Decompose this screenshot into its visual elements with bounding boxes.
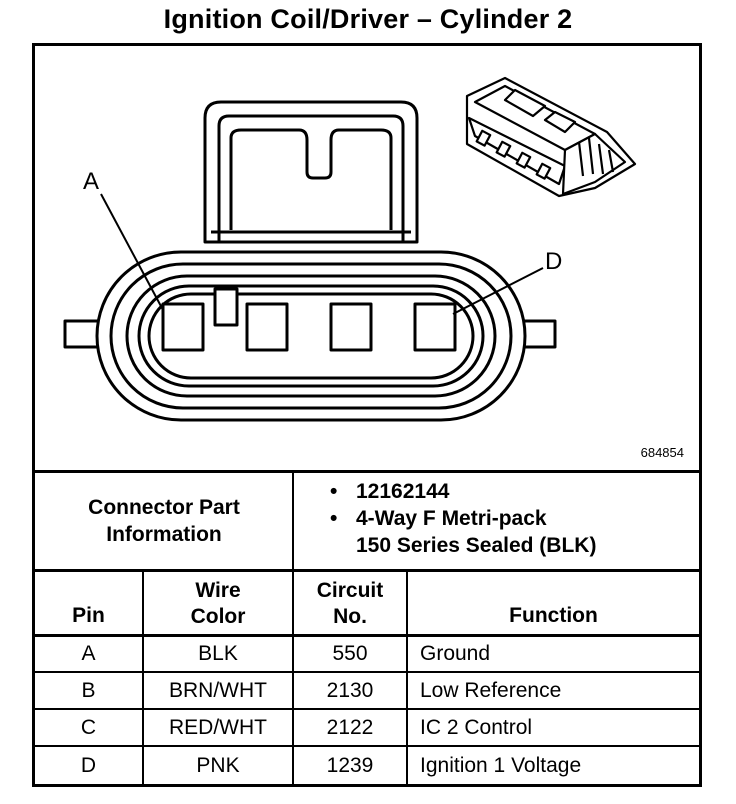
connector-type: 4-Way F Metri-pack — [356, 507, 547, 530]
cell-circuit: 2130 — [326, 678, 374, 702]
cell-function: Ground — [420, 642, 491, 665]
header-pin: Pin — [72, 604, 105, 627]
header-wire-line2: Color — [190, 605, 246, 628]
cell-wire: PNK — [196, 753, 240, 777]
header-circuit-line2: No. — [333, 605, 367, 628]
divider-col-3 — [406, 572, 408, 784]
cavity-d — [413, 302, 457, 352]
divider-row-2 — [35, 708, 699, 710]
page-title: Ignition Coil/Driver – Cylinder 2 — [163, 4, 573, 34]
connector-body-ring-1 — [109, 262, 513, 410]
connector-diagram: A D — [35, 46, 699, 471]
connector-body-ring-3 — [137, 284, 485, 388]
cell-function: IC 2 Control — [420, 715, 533, 739]
part-number-value: 12162144 — [356, 480, 450, 503]
divider-col-1 — [142, 572, 144, 784]
bullet-item: • 4-Way F Metri-pack — [330, 505, 596, 532]
cell-circuit: 2122 — [326, 715, 374, 739]
connector-series: 150 Series Sealed (BLK) — [356, 534, 597, 557]
header-wire-line1: Wire — [195, 579, 241, 602]
cavity-a — [161, 302, 205, 352]
divider-diagram-table — [35, 470, 699, 473]
cell-wire: BLK — [198, 642, 238, 665]
connector-info-bullets: • 12162144 • 4-Way F Metri-pack 150 Series… — [330, 478, 596, 559]
cell-pin: C — [80, 715, 97, 739]
connector-info-line1: Connector Part — [88, 496, 240, 519]
header-function: Function — [509, 604, 598, 627]
latch-outer — [203, 100, 419, 244]
connector-info-header: Connector Part Information — [35, 473, 293, 569]
cell-pin: D — [80, 753, 97, 777]
divider-header-rows — [35, 634, 699, 637]
pin-label-d: D — [545, 248, 563, 275]
connector-face — [147, 292, 475, 380]
leader-a — [100, 193, 164, 311]
header-circuit-line1: Circuit — [316, 579, 384, 602]
leader-d — [452, 267, 544, 315]
connector-body-ring-2 — [125, 274, 497, 398]
cell-circuit: 1239 — [326, 753, 374, 777]
connector-drawing — [63, 76, 637, 422]
divider-row-1 — [35, 671, 699, 673]
connector-3d-sketch — [465, 76, 637, 198]
divider-info-header — [35, 569, 699, 572]
part-number: 684854 — [640, 445, 684, 460]
cell-function: Low Reference — [420, 678, 562, 702]
polarization-key — [213, 287, 239, 327]
pin-label-a: A — [83, 168, 100, 195]
cell-wire: BRN/WHT — [169, 678, 267, 702]
cell-function: Ignition 1 Voltage — [420, 753, 582, 777]
cell-pin: A — [81, 642, 96, 665]
diagram-frame — [32, 43, 702, 787]
bullet-glyph: • — [330, 480, 338, 503]
cell-pin: B — [81, 678, 96, 702]
divider-row-3 — [35, 745, 699, 747]
header-wire-color: Wire Color — [144, 574, 292, 634]
cavity-c — [329, 302, 373, 352]
cell-circuit: 550 — [332, 642, 368, 665]
divider-info-col — [292, 473, 294, 569]
latch-window — [229, 128, 393, 230]
connector-info-line2: Information — [106, 523, 222, 546]
latch-inner — [217, 114, 405, 242]
bullet-glyph: • — [330, 507, 338, 530]
cavity-b — [245, 302, 289, 352]
cell-wire: RED/WHT — [169, 715, 267, 739]
bullet-item: • 12162144 — [330, 478, 596, 505]
divider-col-2 — [292, 572, 294, 784]
header-circuit: Circuit No. — [294, 574, 406, 634]
